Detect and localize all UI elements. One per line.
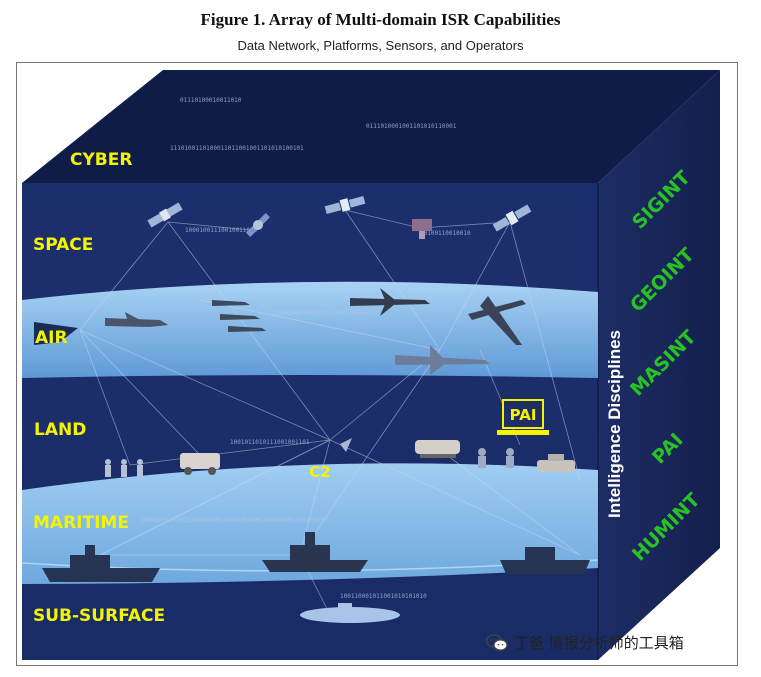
domain-label-air: AIR [35,328,68,348]
cyber-binary-1: 01110100010011010 [180,97,242,104]
domain-label-subsurface: SUB-SURFACE [33,606,165,626]
c2-node-label: C2 [309,463,330,481]
sub-binary-1: 100110001011001010101010 [340,593,427,600]
maritime-binary-1: 1000010110101110001000110001010001100010… [140,517,328,524]
soldiers-icon [105,459,143,477]
watermark-text: 丁爸 情报分析师的工具箱 [514,632,684,653]
domain-label-maritime: MARITIME [33,513,129,533]
cyber-binary-3: 1110100110100011011001001101010100101 [170,145,304,152]
domain-label-space: SPACE [33,235,93,255]
domain-label-cyber: CYBER [70,150,132,170]
wechat-icon [486,634,508,652]
land-binary-1: 1001011010111001001101 [230,439,310,446]
air-band [22,282,598,378]
air-binary-1: 110001000100100111000100100111 [270,310,379,317]
pai-node-label: PAI [510,406,537,424]
space-binary-2: 00100110010010 [420,230,471,237]
cyber-binary-2: 0111010001001101010110001 [366,123,457,130]
armored-vehicle-icon [415,440,460,458]
domain-label-land: LAND [34,420,86,440]
watermark: 丁爸 情报分析师的工具箱 [486,632,684,653]
intelligence-disciplines-title: Intelligence Disciplines [605,330,624,518]
